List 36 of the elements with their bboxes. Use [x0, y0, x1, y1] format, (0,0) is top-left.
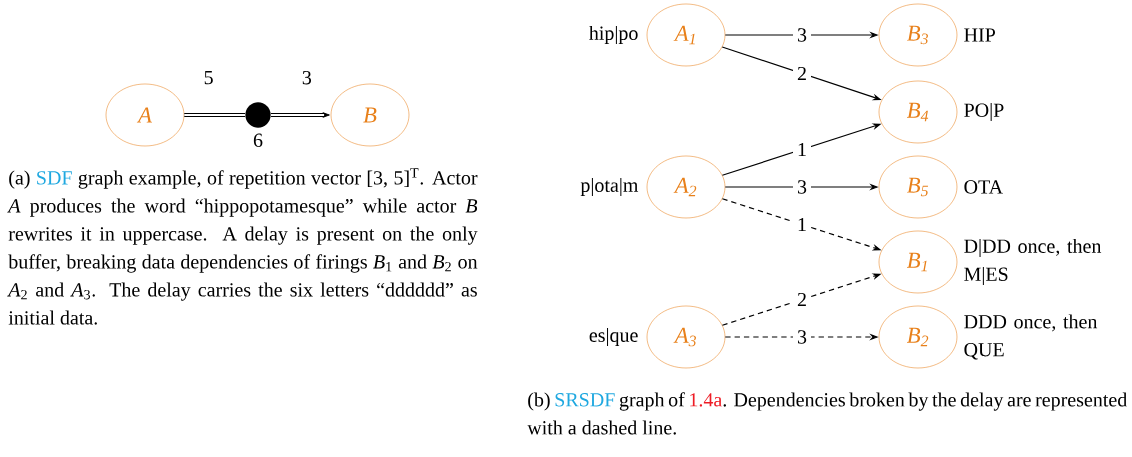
label: with a dashed line. — [527, 420, 676, 435]
label: graph of — [619, 392, 685, 411]
label: 1.4a — [690, 393, 723, 407]
edge-label: 3 — [297, 66, 316, 89]
delay-dot — [245, 102, 271, 128]
edge-label: 2 — [793, 288, 811, 311]
label: graph example, of repetition vector [3, 5]$^{T}$. Actor — [78, 168, 478, 189]
caption: (b) SRSDF graph of 1.4a. Dependencies broken by the delay are represented with a dashed line. — [527, 392, 1128, 435]
label: SRSDF — [555, 393, 615, 407]
label: SDF — [37, 171, 72, 185]
label: rewrites it in uppercase. A delay is present on the only — [8, 226, 478, 245]
edge-label: 3 — [793, 326, 811, 348]
label: buffer, breaking data dependencies of firings B$_{1}$ and B$_{2}$ on — [8, 254, 478, 273]
edge-label: 1 — [793, 213, 811, 236]
node-annotation: p|ota|m — [580, 177, 639, 197]
edge-label: 5 — [199, 67, 218, 89]
edge-label: 3 — [793, 176, 811, 198]
edge-label: 3 — [793, 24, 811, 46]
arrow — [270, 112, 330, 118]
label: initial data. — [8, 310, 97, 325]
label: (b) — [528, 392, 550, 411]
node-annotation: DDD once, then QUE — [964, 314, 1098, 360]
label: . Dependencies broken by the delay are represented — [723, 392, 1128, 411]
node-annotation: PO|P — [964, 102, 1004, 122]
label: A produces the word “hippopotamesque” while actor B — [7, 198, 478, 217]
node-annotation: hip|po — [589, 25, 638, 45]
delay-annotation: 6 — [253, 133, 263, 148]
edge-label: 1 — [793, 138, 811, 161]
edge-label: 2 — [793, 62, 811, 85]
node-annotation: HIP — [964, 28, 995, 42]
label: A$_{2}$ and A$_{3}$. The delay carries the six letters “dddddd” as — [7, 282, 477, 301]
label: (a) — [9, 170, 30, 189]
caption: (a) SDF graph example, of repetition vector [3, 5]$^{T}$. Actor A produces the word “hippopotamesque” while actor B rewrites it in uppercase. A delay is present on the only buffer, breaking data dependencies of firings B$_{1}$ and B$_{2}$ on A$_{2}$ and A$_{3}$. The delay carries the six letters “dddddd” as initial data. — [7, 168, 478, 325]
node-annotation: OTA — [964, 180, 1003, 194]
node-annotation: D|DD once, then M|ES — [964, 238, 1102, 286]
node-annotation: es|que — [589, 327, 638, 347]
